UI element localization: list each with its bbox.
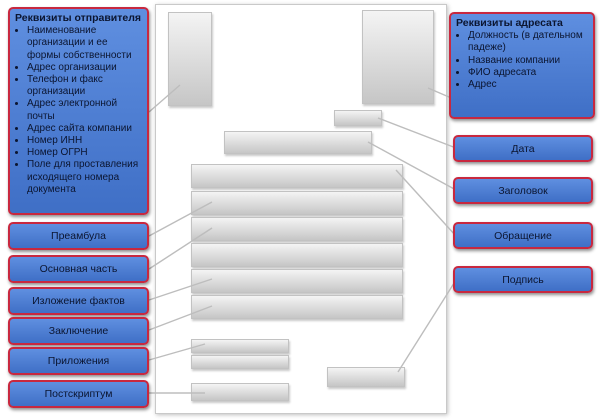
label-conclusion: Заключение [8, 317, 149, 345]
list-item: ФИО адресата [468, 67, 589, 79]
recipient-requisites-list: Должность (в дательном падеже) Название … [456, 30, 589, 91]
sender-requisites-list: Наименование организации и ее формы собс… [15, 25, 143, 196]
list-item: Наименование организации и ее формы собс… [27, 25, 143, 62]
list-item: Поле для проставления исходящего номера … [27, 159, 143, 196]
recipient-requisites-box: Реквизиты адресата Должность (в дательно… [449, 12, 595, 119]
postscript-placeholder [191, 383, 289, 401]
list-item: Адрес [468, 79, 589, 91]
list-item: Должность (в дательном падеже) [468, 30, 589, 54]
signature-placeholder [327, 367, 405, 387]
label-preamble: Преамбула [8, 222, 149, 250]
text-line-placeholder [191, 191, 403, 215]
text-line-placeholder [191, 269, 403, 293]
list-item: Адрес электронной почты [27, 98, 143, 122]
list-item: Адрес сайта компании [27, 123, 143, 135]
salutation-placeholder [191, 164, 403, 188]
label-signature: Подпись [453, 266, 593, 293]
label-facts: Изложение фактов [8, 287, 149, 315]
recipient-requisites-title: Реквизиты адресата [456, 17, 563, 29]
title-placeholder [224, 131, 372, 154]
label-salutation: Обращение [453, 222, 593, 249]
list-item: Адрес организации [27, 62, 143, 74]
list-item: Номер ИНН [27, 135, 143, 147]
label-attachments: Приложения [8, 347, 149, 375]
text-line-placeholder [191, 295, 403, 319]
list-item: Телефон и факс организации [27, 74, 143, 98]
label-title: Заголовок [453, 177, 593, 204]
label-postscript: Постскриптум [8, 380, 149, 408]
sender-requisites-title: Реквизиты отправителя [15, 12, 142, 24]
text-line-placeholder [191, 217, 403, 241]
list-item: Название компании [468, 55, 589, 67]
text-line-placeholder [191, 243, 403, 267]
attachment-line-placeholder [191, 339, 289, 353]
sender-block-placeholder [168, 12, 212, 106]
label-main-part: Основная часть [8, 255, 149, 283]
recipient-block-placeholder [362, 10, 434, 104]
list-item: Номер ОГРН [27, 147, 143, 159]
label-date: Дата [453, 135, 593, 162]
date-placeholder [334, 110, 382, 126]
sender-requisites-box: Реквизиты отправителя Наименование орган… [8, 7, 149, 215]
attachment-line-placeholder [191, 355, 289, 369]
